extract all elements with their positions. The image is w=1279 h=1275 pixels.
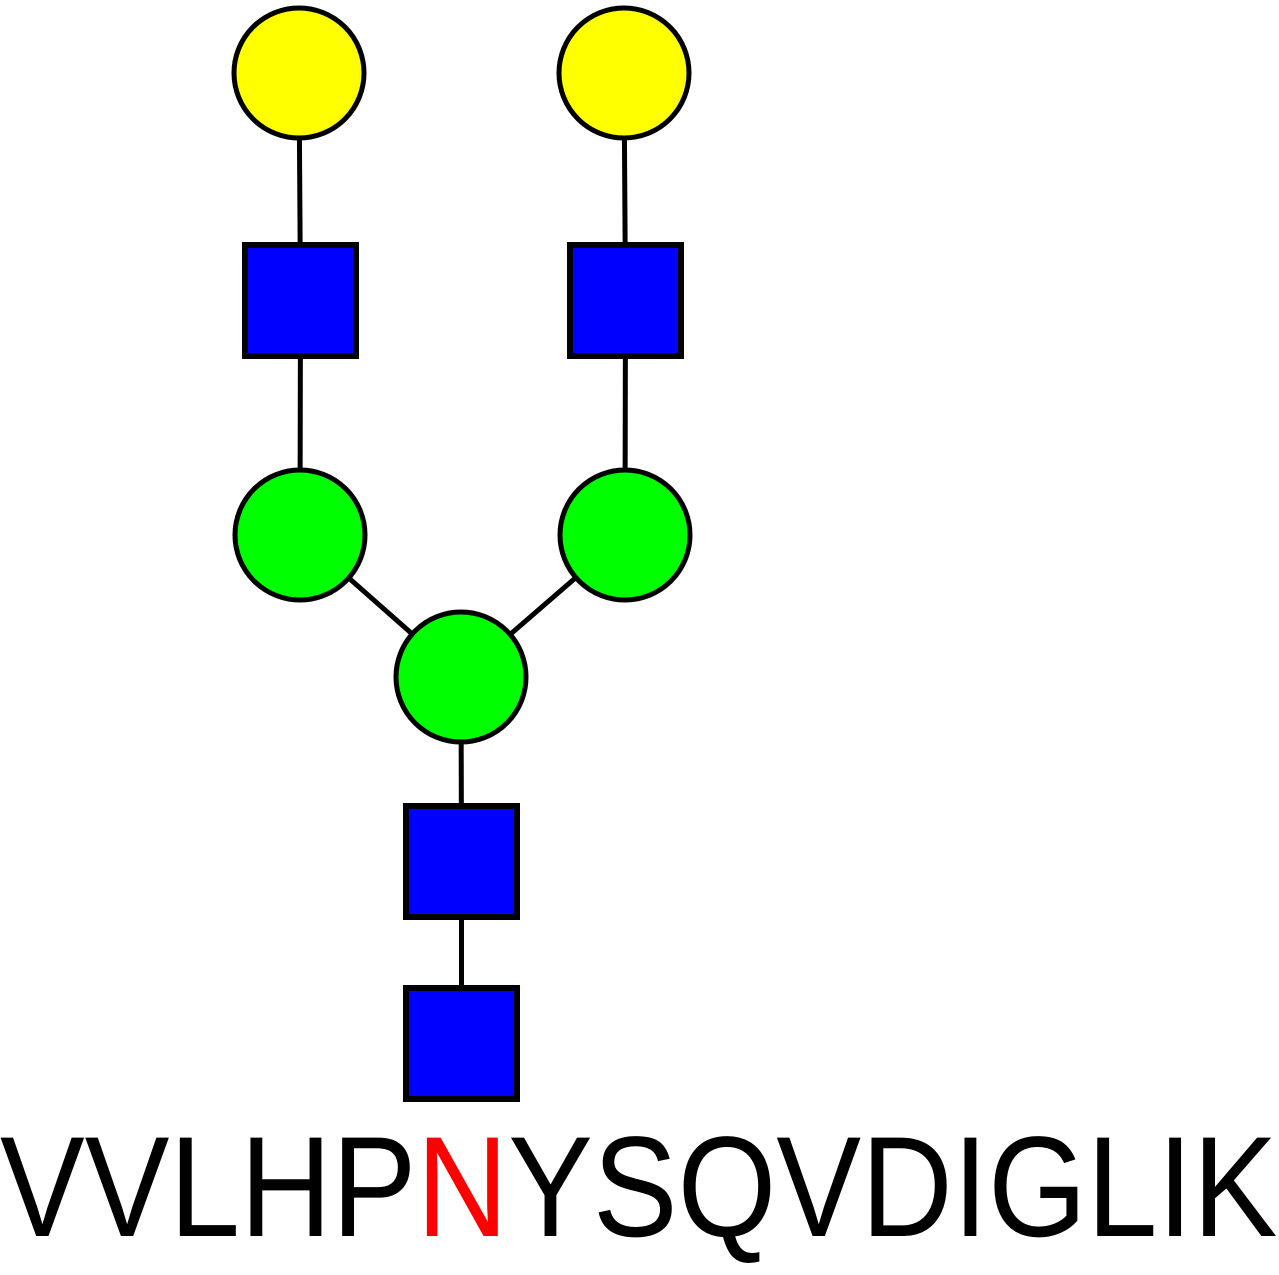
peptide-sequence: VVLHPNYSQVDIGLIK xyxy=(0,1116,1277,1259)
peptide-residue: L xyxy=(1086,1108,1158,1267)
peptide-residue: V xyxy=(776,1108,862,1267)
peptide-residue: K xyxy=(1192,1108,1278,1267)
residue-man-1-icon xyxy=(232,467,368,603)
peptide-residue: I xyxy=(1157,1108,1193,1267)
residue-gal-1-icon xyxy=(231,5,367,141)
peptide-residue: P xyxy=(331,1108,417,1267)
residue-glcnac-3-icon xyxy=(403,803,520,920)
residue-man-3-icon xyxy=(393,609,529,745)
residue-glcnac-2-icon xyxy=(567,242,684,359)
peptide-residue: Y xyxy=(508,1108,593,1267)
peptide-residue: Q xyxy=(677,1108,777,1267)
residue-glcnac-4-icon xyxy=(403,985,520,1102)
glycosylation-site-residue: N xyxy=(416,1108,509,1267)
residue-gal-2-icon xyxy=(556,5,692,141)
peptide-residue: G xyxy=(988,1108,1087,1267)
peptide-residue: V xyxy=(0,1108,85,1267)
peptide-residue: I xyxy=(952,1108,989,1267)
residue-glcnac-1-icon xyxy=(242,242,359,359)
residue-man-2-icon xyxy=(557,467,693,603)
peptide-residue: S xyxy=(592,1108,678,1267)
peptide-residue: H xyxy=(240,1108,332,1267)
peptide-residue: V xyxy=(84,1108,170,1267)
peptide-residue: D xyxy=(861,1108,953,1267)
peptide-residue: L xyxy=(169,1108,241,1267)
